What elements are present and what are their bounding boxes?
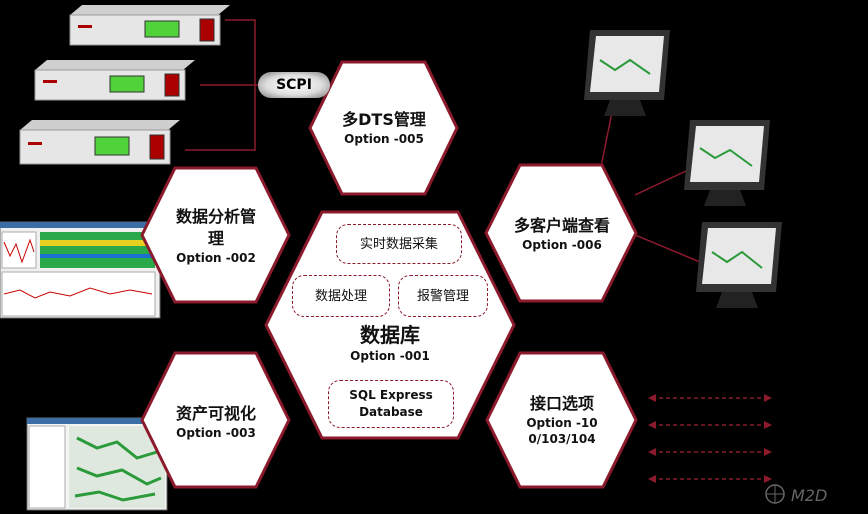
hex-database-label: 数据库 Option -001 bbox=[320, 318, 460, 368]
analysis-software-thumbnail bbox=[0, 221, 161, 319]
interface-arrows bbox=[652, 397, 768, 480]
dts-server-unit bbox=[34, 60, 195, 101]
scpi-label: SCPI bbox=[258, 72, 330, 98]
hex-interface bbox=[485, 351, 638, 489]
analysis-option: Option -002 bbox=[176, 251, 256, 265]
monitor-link-line bbox=[634, 169, 689, 196]
hex-database bbox=[264, 210, 516, 440]
asset-title: 资产可视化 bbox=[175, 404, 256, 423]
hex-asset bbox=[140, 351, 291, 489]
hex-dts bbox=[308, 60, 459, 196]
hex-analysis bbox=[140, 166, 291, 304]
hex-client bbox=[484, 163, 638, 303]
logo-text: M2D bbox=[791, 486, 827, 505]
hex-client-label: 多客户端查看 Option -006 bbox=[514, 198, 610, 270]
hex-dts-label: 多DTS管理 Option -005 bbox=[334, 92, 434, 164]
client-title: 多客户端查看 bbox=[514, 216, 611, 235]
client-monitor bbox=[584, 30, 670, 116]
database-title: 数据库 bbox=[360, 323, 420, 347]
hex-analysis-label: 数据分析管理 Option -002 bbox=[170, 200, 262, 272]
database-option: Option -001 bbox=[350, 349, 430, 363]
feature-sql-database: SQL Express Database bbox=[328, 380, 454, 428]
client-option: Option -006 bbox=[522, 238, 602, 252]
dts-option: Option -005 bbox=[344, 132, 424, 146]
client-monitor bbox=[696, 222, 782, 308]
arrow-heads bbox=[648, 394, 772, 483]
asset-option: Option -003 bbox=[176, 426, 256, 440]
feature-realtime-collection: 实时数据采集 bbox=[336, 224, 462, 264]
company-logo: M2D bbox=[765, 484, 827, 505]
dts-server-unit bbox=[69, 5, 230, 46]
analysis-title: 数据分析管理 bbox=[175, 207, 256, 248]
hex-interface-label: 接口选项 Option -100/103/104 bbox=[520, 380, 604, 460]
hex-asset-label: 资产可视化 Option -003 bbox=[170, 386, 262, 458]
interface-title: 接口选项 bbox=[529, 394, 594, 413]
interface-option: Option -100/103/104 bbox=[526, 416, 598, 446]
monitor-link-line bbox=[634, 234, 701, 263]
dts-title: 多DTS管理 bbox=[342, 110, 426, 129]
asset-visualization-thumbnail bbox=[26, 417, 168, 511]
feature-alarm-management: 报警管理 bbox=[398, 275, 488, 317]
client-monitor bbox=[684, 120, 770, 206]
dts-server-unit bbox=[19, 120, 180, 165]
monitor-link-line bbox=[599, 111, 613, 173]
feature-data-processing: 数据处理 bbox=[292, 275, 390, 317]
